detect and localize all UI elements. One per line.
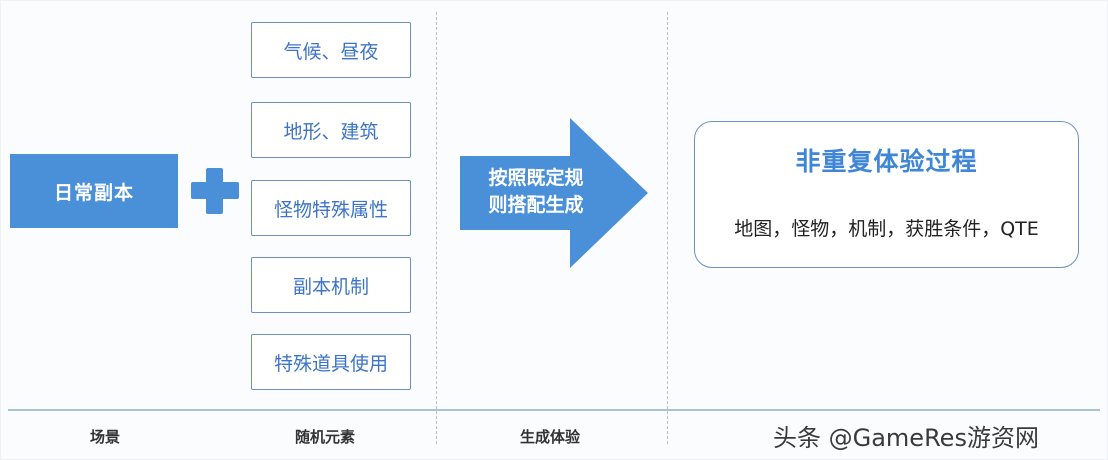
random-element-dungeon-mechanics: 副本机制 xyxy=(251,257,411,313)
watermark: 头条 @GameRes游资网 xyxy=(773,424,1039,452)
column-label-random-elements: 随机元素 xyxy=(294,428,355,446)
random-element-weather: 气候、昼夜 xyxy=(251,22,411,78)
random-element-special-items: 特殊道具使用 xyxy=(251,334,411,390)
result-box: 非重复体验过程 地图，怪物，机制，获胜条件，QTE xyxy=(694,121,1079,268)
arrow-label-line-1: 按照既定规 xyxy=(488,167,584,189)
column-divider-1 xyxy=(436,12,437,444)
arrow-label: 按照既定规 则搭配生成 xyxy=(468,165,604,219)
plus-icon xyxy=(191,168,239,214)
random-element-label: 气候、昼夜 xyxy=(283,40,379,63)
column-label-generated-experience: 生成体验 xyxy=(519,428,580,446)
column-divider-2 xyxy=(667,12,668,444)
column-label-scene: 场景 xyxy=(89,428,120,446)
random-element-monster-attributes: 怪物特殊属性 xyxy=(251,180,411,236)
result-title: 非重复体验过程 xyxy=(795,147,978,176)
result-subtitle: 地图，怪物，机制，获胜条件，QTE xyxy=(734,218,1039,240)
footer-divider xyxy=(8,409,1100,411)
scene-label: 日常副本 xyxy=(53,181,134,204)
random-element-terrain: 地形、建筑 xyxy=(251,102,411,158)
arrow-label-line-2: 则搭配生成 xyxy=(488,194,584,216)
random-element-label: 特殊道具使用 xyxy=(273,352,388,375)
random-element-label: 副本机制 xyxy=(292,275,369,298)
arrow-right-icon xyxy=(460,118,648,268)
scene-box: 日常副本 xyxy=(10,154,178,228)
random-element-label: 地形、建筑 xyxy=(283,120,379,143)
random-element-label: 怪物特殊属性 xyxy=(273,198,388,221)
